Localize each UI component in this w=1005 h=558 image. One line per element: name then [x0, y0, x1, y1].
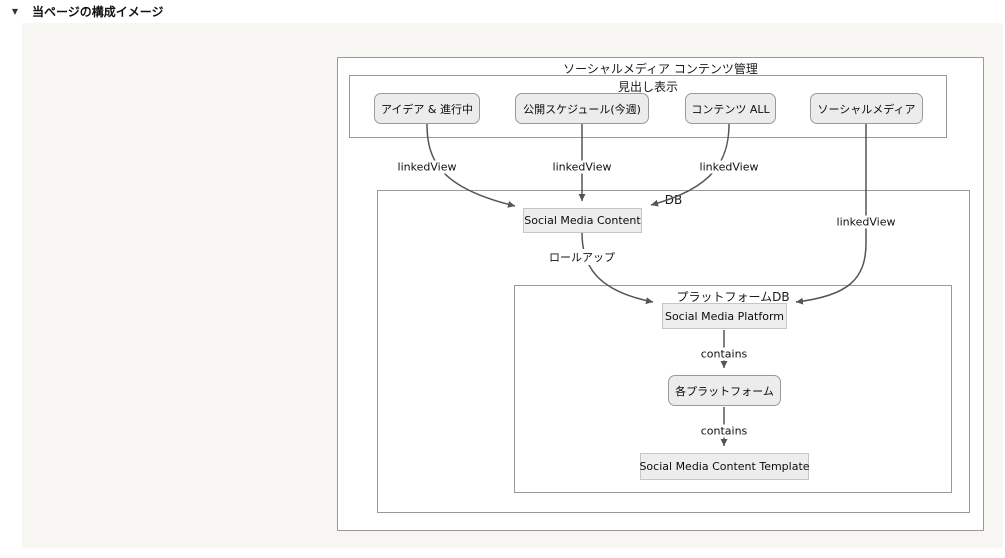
toggle-title: 当ページの構成イメージ: [32, 5, 164, 19]
toggle-block-header[interactable]: ▼ 当ページの構成イメージ: [8, 3, 164, 20]
edge-label-linkedview-4: linkedView: [833, 215, 899, 229]
node-contents-all: コンテンツ ALL: [685, 93, 776, 124]
subgraph-title-outer: ソーシャルメディア コンテンツ管理: [563, 62, 758, 76]
node-social-media: ソーシャルメディア: [810, 93, 923, 124]
subgraph-title-db: DB: [664, 193, 683, 207]
edge-label-rollup: ロールアップ: [546, 249, 618, 265]
edge-label-contains-2: contains: [697, 424, 751, 438]
subgraph-title-headings: 見出し表示: [617, 80, 678, 94]
subgraph-headings-view: 見出し表示: [349, 75, 947, 138]
edge-label-linkedview-3: linkedView: [696, 160, 762, 174]
node-social-media-content-template: Social Media Content Template: [639, 453, 810, 480]
node-each-platform: 各プラットフォーム: [668, 375, 781, 406]
edge-label-linkedview-2: linkedView: [549, 160, 615, 174]
node-social-media-content: Social Media Content: [523, 208, 642, 233]
node-social-media-platform: Social Media Platform: [662, 303, 787, 329]
edge-label-contains-1: contains: [697, 347, 751, 361]
edge-label-linkedview-1: linkedView: [394, 160, 460, 174]
node-publish-schedule: 公開スケジュール(今週): [515, 93, 649, 124]
toggle-open-icon[interactable]: ▼: [11, 7, 19, 16]
subgraph-title-platform-db: プラットフォームDB: [676, 290, 790, 304]
node-idea-in-progress: アイデア & 進行中: [374, 93, 480, 124]
